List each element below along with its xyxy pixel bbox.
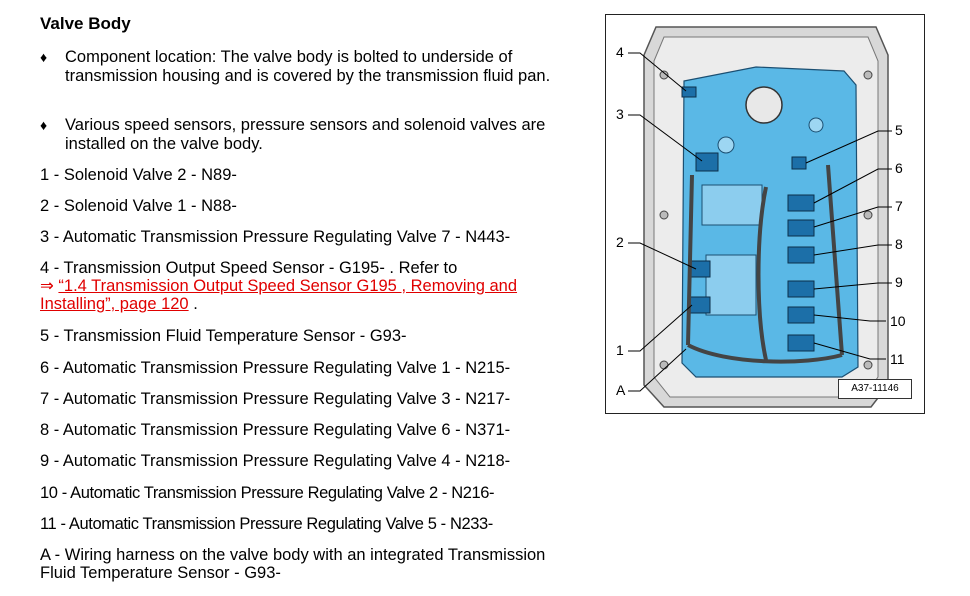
leader-7 (813, 206, 892, 228)
callout-7: 7 (895, 198, 903, 214)
valve-body-channel (701, 184, 763, 226)
leader-9 (813, 282, 892, 290)
callout-10: 10 (890, 313, 906, 329)
bolt (659, 360, 669, 370)
legend-item-9: 9 - Automatic Transmission Pressure Regu… (40, 452, 511, 470)
solenoid-1-connector (689, 296, 711, 314)
valve-10-connector (787, 306, 815, 324)
legend-item-8: 8 - Automatic Transmission Pressure Regu… (40, 421, 511, 439)
bullet-sensors: ♦ Various speed sensors, pressure sensor… (40, 116, 570, 154)
leader-1 (628, 304, 693, 352)
valve-body-figure: 4 3 2 1 A 5 6 7 8 9 10 11 A37-11146 (605, 14, 925, 414)
valve-7-connector (787, 219, 815, 237)
valve-6-connector (787, 194, 815, 212)
leader-A (628, 348, 687, 392)
legend-item-6: 6 - Automatic Transmission Pressure Regu… (40, 359, 511, 377)
speed-sensor-connector (681, 86, 697, 98)
bullet-component-location: ♦ Component location: The valve body is … (40, 48, 570, 86)
valve-body-port (745, 86, 783, 124)
temp-sensor-connector (791, 156, 807, 170)
bolt (659, 70, 669, 80)
leader-6 (813, 168, 892, 204)
legend-item-4: 4 - Transmission Output Speed Sensor - G… (40, 259, 565, 313)
bolt (863, 360, 873, 370)
bolt (863, 210, 873, 220)
valve-9-connector (787, 280, 815, 298)
legend-item-5: 5 - Transmission Fluid Temperature Senso… (40, 327, 407, 345)
leader-10 (813, 314, 886, 322)
callout-8: 8 (895, 236, 903, 252)
legend-item-10: 10 - Automatic Transmission Pressure Reg… (40, 484, 495, 502)
callout-2: 2 (616, 234, 624, 250)
valve-body-channel (705, 254, 757, 316)
legend-item-4-text: 4 - Transmission Output Speed Sensor - G… (40, 259, 458, 277)
valve-body-illustration: 4 3 2 1 A 5 6 7 8 9 10 11 (616, 26, 906, 408)
bolt (863, 70, 873, 80)
figure-id: A37-11146 (838, 379, 912, 399)
legend-item-3: 3 - Automatic Transmission Pressure Regu… (40, 228, 511, 246)
callout-3: 3 (616, 106, 624, 122)
leader-8 (813, 244, 892, 256)
valve-8-connector (787, 246, 815, 264)
legend-item-1: 1 - Solenoid Valve 2 - N89- (40, 166, 237, 184)
bullet-text: Various speed sensors, pressure sensors … (65, 116, 546, 153)
legend-item-A: A - Wiring harness on the valve body wit… (40, 546, 546, 582)
legend-item-2: 2 - Solenoid Valve 1 - N88- (40, 197, 237, 215)
valve-11-connector (787, 334, 815, 352)
leader-2 (628, 242, 697, 270)
solenoid-3-connector (695, 152, 719, 172)
callout-11: 11 (890, 351, 905, 367)
diamond-bullet-icon: ♦ (40, 117, 48, 133)
callout-6: 6 (895, 160, 903, 176)
callout-9: 9 (895, 274, 903, 290)
legend-item-4-end: . (188, 295, 198, 313)
solenoid-2-connector (689, 260, 711, 278)
bolt (659, 210, 669, 220)
callout-4: 4 (616, 44, 624, 60)
valve-body-bore (808, 117, 824, 133)
leader-11 (813, 342, 886, 360)
bullet-text: Component location: The valve body is bo… (65, 48, 551, 85)
link-arrow-icon: ⇒ (40, 277, 54, 295)
removing-installing-link[interactable]: “1.4 Transmission Output Speed Sensor G1… (40, 277, 518, 313)
valve-body-bore (717, 136, 735, 154)
page-title: Valve Body (40, 14, 131, 33)
wiring-harness (686, 164, 844, 364)
leader-4 (628, 52, 687, 92)
legend-item-11: 11 - Automatic Transmission Pressure Reg… (40, 515, 493, 533)
diamond-bullet-icon: ♦ (40, 49, 48, 65)
leader-5 (805, 130, 892, 164)
leader-3 (628, 114, 703, 162)
callout-1: 1 (616, 342, 624, 358)
legend-item-7: 7 - Automatic Transmission Pressure Regu… (40, 390, 511, 408)
callout-A: A (616, 382, 626, 398)
callout-5: 5 (895, 122, 903, 138)
